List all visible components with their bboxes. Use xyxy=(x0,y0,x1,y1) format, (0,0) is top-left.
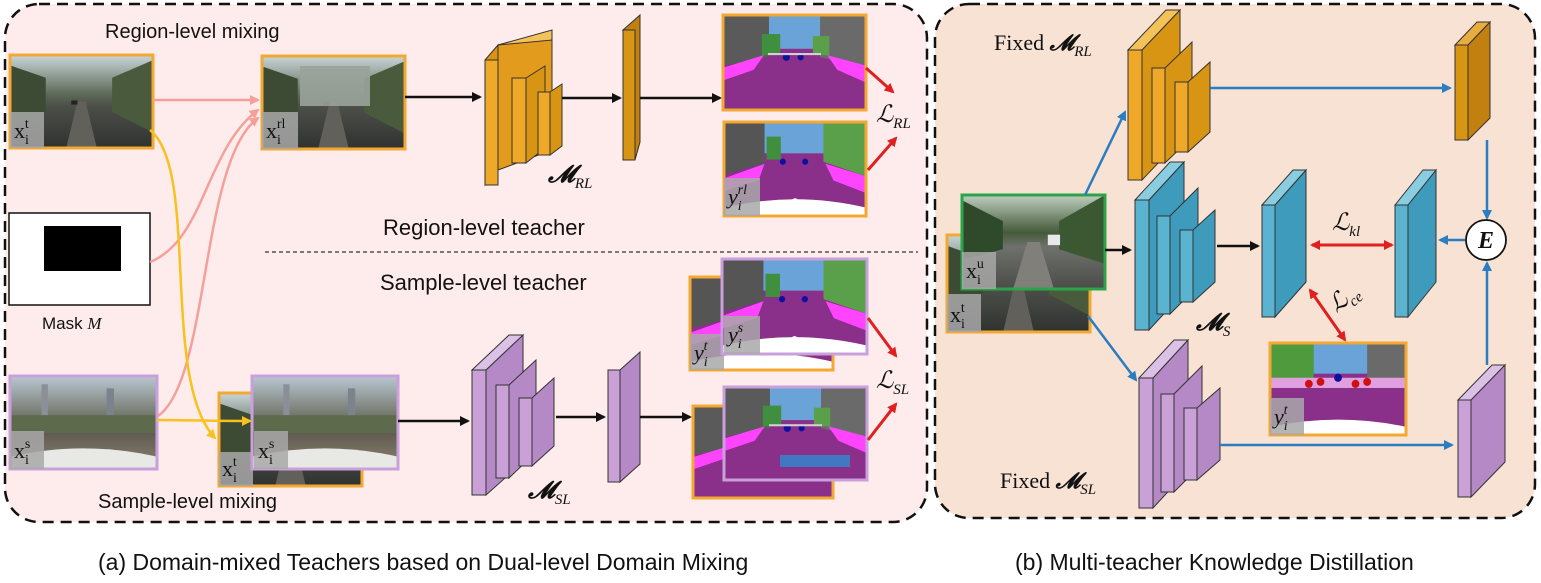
region-teacher-label: Region-level teacher xyxy=(383,215,585,240)
region-label-map-yrl: yirl xyxy=(722,120,868,218)
ensemble-symbol: E xyxy=(1477,228,1494,254)
svg-text:xirl: xirl xyxy=(266,117,286,148)
sample-mixed-back-xt: xit xyxy=(217,391,364,488)
svg-text:xit: xit xyxy=(14,117,29,148)
arrow-xt-to-sample-mix xyxy=(149,129,217,440)
svg-text:xit: xit xyxy=(222,455,237,486)
arrow-xs-to-xrl xyxy=(157,116,260,418)
teacher-sl-output-feature xyxy=(607,350,641,484)
sample-label-ys: yis xyxy=(720,257,869,356)
region-mixed-image-xrl: xirl xyxy=(260,54,407,151)
teacher-rl-network xyxy=(484,29,563,187)
fixed-teacher-rl-network xyxy=(1126,8,1211,182)
svg-text:xis: xis xyxy=(258,437,274,468)
svg-text:xiu: xiu xyxy=(966,257,984,288)
student-output-feature xyxy=(1260,168,1308,319)
ensemble-output-feature xyxy=(1393,168,1438,319)
caption-b: (b) Multi-teacher Knowledge Distillation xyxy=(1015,549,1414,575)
svg-text:yis: yis xyxy=(726,321,744,352)
arrow-input-to-frl xyxy=(1083,110,1127,196)
student-network xyxy=(1133,160,1216,332)
fixed-sl-output-feature xyxy=(1456,363,1507,499)
ensemble-node: E xyxy=(1465,219,1507,261)
fixed-rl-output-feature xyxy=(1453,20,1492,142)
loss-rl-label: ℒRL xyxy=(876,102,911,132)
svg-text:yirl: yirl xyxy=(726,183,747,214)
region-mixing-label: Region-level mixing xyxy=(105,21,280,43)
teacher-rl-label: 𝓜RL xyxy=(547,162,592,192)
source-image-xs: xis xyxy=(8,374,159,471)
arrow-mask-to-xrl xyxy=(149,108,260,264)
arrow-pred-to-lsl xyxy=(866,402,898,441)
mask-image xyxy=(8,212,151,306)
teacher-sl-network xyxy=(470,333,555,497)
sample-mixed-front-xs: xis xyxy=(250,374,400,471)
svg-text:xis: xis xyxy=(14,437,30,468)
input-unlabeled-xu: xiu xyxy=(960,193,1107,291)
xt-base: x xyxy=(14,118,25,143)
arrow-input-to-fsl xyxy=(1087,315,1138,382)
loss-sl-label: ℒSL xyxy=(876,368,909,398)
arrow-yrl-to-lrl xyxy=(866,136,898,171)
xt-sub: i xyxy=(25,133,29,148)
xt-sup: t xyxy=(25,117,29,132)
region-prediction-map xyxy=(721,13,868,112)
teacher-rl-output-feature xyxy=(621,13,641,161)
arrow-labels-to-lsl xyxy=(866,317,898,358)
fixed-sl-label: Fixed 𝓜SL xyxy=(1000,468,1096,498)
svg-text:xit: xit xyxy=(950,301,965,332)
caption-a: (a) Domain-mixed Teachers based on Dual-… xyxy=(98,549,748,575)
pseudo-label-yt: yit xyxy=(1268,341,1408,437)
sample-mixing-label: Sample-level mixing xyxy=(98,491,277,513)
loss-kl-label: ℒkl xyxy=(1332,210,1360,240)
arrow-pred-to-lrl xyxy=(865,66,895,94)
mask-label: Mask M xyxy=(42,314,102,333)
svg-text:yit: yit xyxy=(692,339,709,370)
arrow-xs-to-sample-mix xyxy=(156,415,252,426)
svg-text:yit: yit xyxy=(1272,403,1289,434)
arrow-ce xyxy=(1308,288,1347,342)
sample-teacher-label: Sample-level teacher xyxy=(380,270,587,295)
sample-prediction-front xyxy=(722,385,869,482)
target-image-xt: xit xyxy=(8,53,155,150)
fixed-teacher-sl-network xyxy=(1137,338,1221,510)
